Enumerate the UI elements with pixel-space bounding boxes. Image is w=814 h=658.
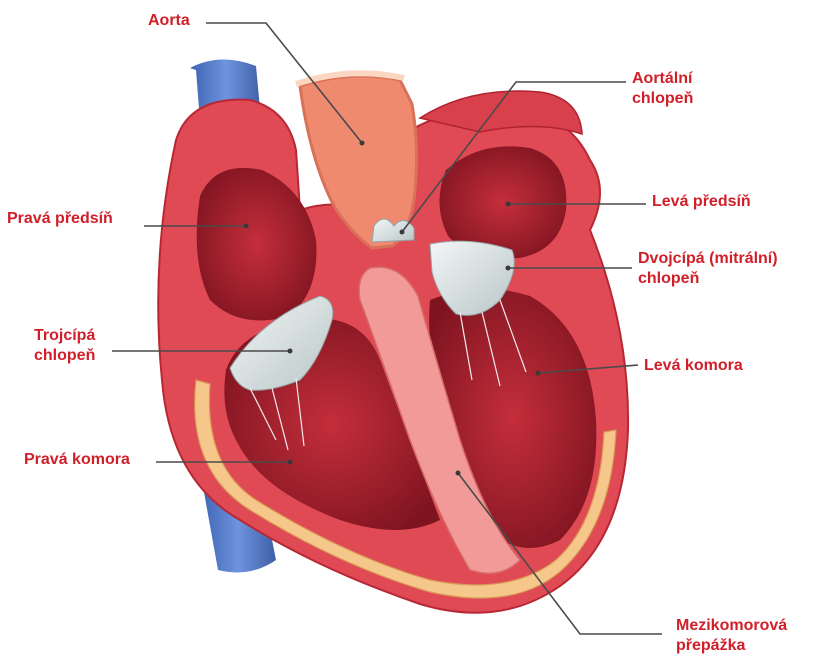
label-septum: Mezikomorová přepážka xyxy=(676,616,787,656)
label-right-atrium: Pravá předsíň xyxy=(7,209,113,229)
label-septum-line2: přepážka xyxy=(676,636,787,656)
label-right-atrium-text: Pravá předsíň xyxy=(7,209,113,229)
label-right-ventricle: Pravá komora xyxy=(24,450,130,470)
label-aortic-valve: Aortální chlopeň xyxy=(632,69,693,109)
label-septum-line1: Mezikomorová xyxy=(676,616,787,636)
label-aorta: Aorta xyxy=(148,11,190,31)
label-left-atrium: Levá předsíň xyxy=(652,192,751,212)
label-tricuspid-valve-line1: Trojcípá xyxy=(34,326,95,346)
label-mitral-valve-line1: Dvojcípá (mitrální) xyxy=(638,249,778,269)
label-tricuspid-valve: Trojcípá chlopeň xyxy=(34,326,95,366)
label-tricuspid-valve-line2: chlopeň xyxy=(34,346,95,366)
label-left-ventricle: Levá komora xyxy=(644,356,743,376)
label-left-atrium-text: Levá předsíň xyxy=(652,192,751,212)
label-mitral-valve-line2: chlopeň xyxy=(638,269,778,289)
label-aortic-valve-line1: Aortální xyxy=(632,69,693,89)
label-aortic-valve-line2: chlopeň xyxy=(632,89,693,109)
label-left-ventricle-text: Levá komora xyxy=(644,356,743,376)
label-right-ventricle-text: Pravá komora xyxy=(24,450,130,470)
label-aorta-text: Aorta xyxy=(148,11,190,31)
label-mitral-valve: Dvojcípá (mitrální) chlopeň xyxy=(638,249,778,289)
